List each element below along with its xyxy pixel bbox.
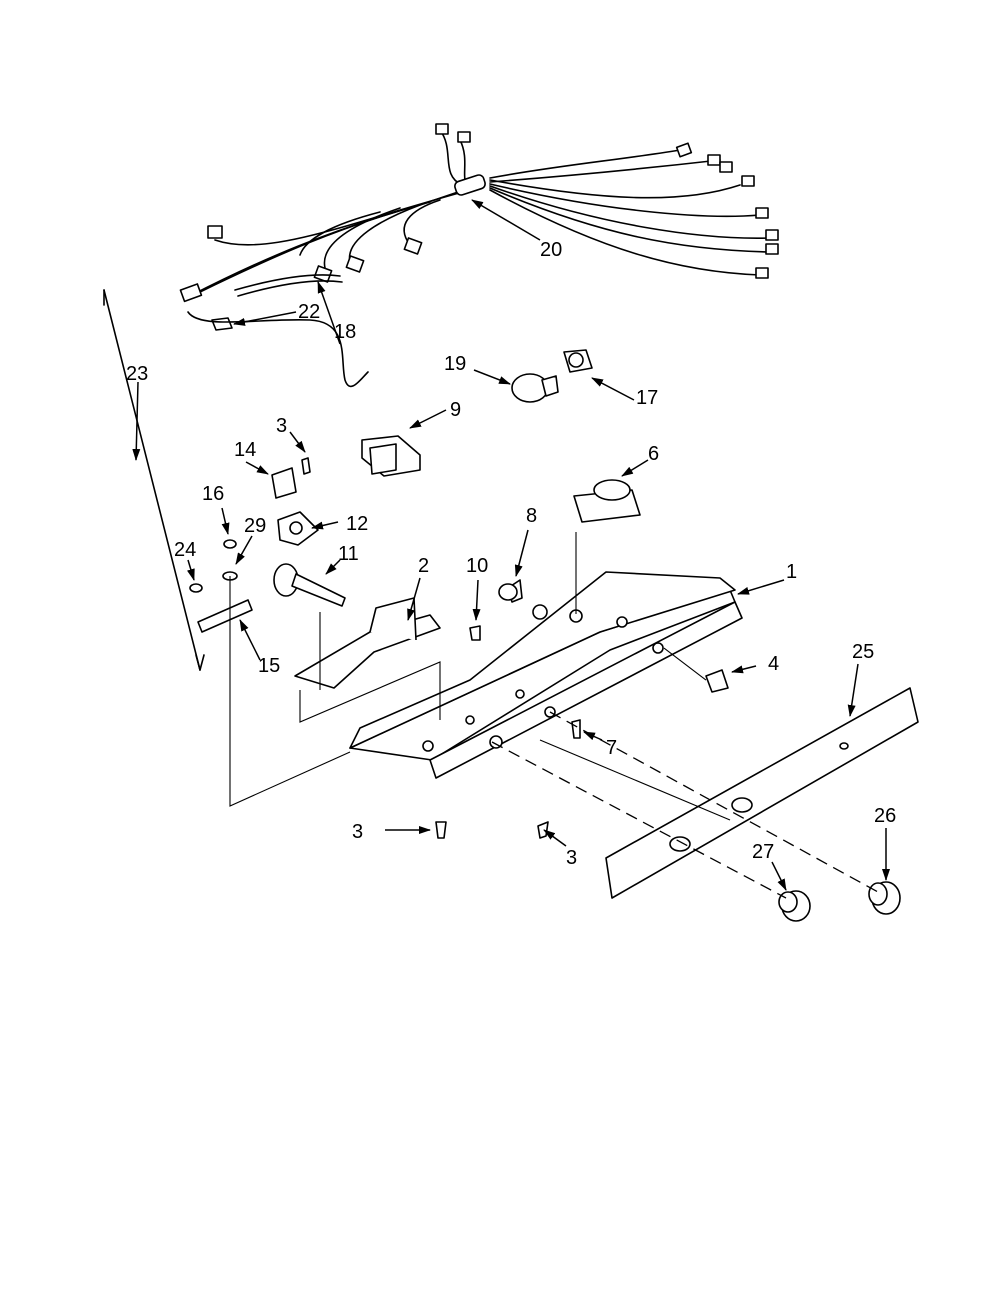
temperature-knob-left	[778, 890, 811, 922]
control-housing	[349, 571, 743, 779]
callout-23: 23	[126, 363, 148, 385]
callout-14: 14	[234, 439, 256, 461]
callout-26: 26	[874, 805, 896, 827]
callout-labels: 1 2 3 3 3 4 6 7 8 9 10 11 12 14 15 16 17…	[126, 239, 896, 869]
light-switch	[705, 669, 729, 693]
bracket	[271, 467, 297, 499]
callout-4: 4	[768, 653, 779, 675]
callout-20: 20	[540, 239, 562, 261]
callout-25: 25	[852, 641, 874, 663]
callout-29: 29	[244, 515, 266, 537]
callout-10: 10	[466, 555, 488, 577]
callout-7: 7	[606, 737, 617, 759]
callout-3-top: 3	[276, 415, 287, 437]
callout-15: 15	[258, 655, 280, 677]
callout-16: 16	[202, 483, 224, 505]
control-knob	[273, 563, 346, 607]
callout-22: 22	[298, 301, 320, 323]
callout-24: 24	[174, 539, 196, 561]
callout-3-bottom-left: 3	[352, 821, 363, 843]
callout-3-bottom-right: 3	[566, 847, 577, 869]
callout-11: 11	[338, 543, 359, 565]
callout-8: 8	[526, 505, 537, 527]
callout-9: 9	[450, 399, 461, 421]
callout-12: 12	[346, 513, 368, 535]
assembly-lines	[229, 532, 879, 899]
callout-19: 19	[444, 353, 466, 375]
control-panel	[605, 687, 919, 899]
wire-clip	[211, 317, 233, 331]
defrost-timer	[573, 479, 641, 523]
callout-27: 27	[752, 841, 774, 863]
callout-6: 6	[648, 443, 659, 465]
leader-arrows	[132, 199, 890, 891]
callout-18: 18	[334, 321, 356, 343]
drain-tube	[234, 274, 343, 297]
damper-lever	[197, 599, 253, 633]
screw	[301, 457, 311, 475]
callout-17: 17	[636, 387, 658, 409]
thermostat-control	[187, 311, 421, 477]
light-bulb	[511, 373, 559, 403]
mounting-bracket	[294, 597, 441, 689]
callout-1: 1	[786, 561, 797, 583]
temperature-knob-right	[868, 881, 901, 915]
light-socket	[563, 349, 593, 373]
clamp	[277, 511, 319, 546]
fasteners	[189, 539, 238, 593]
control-rod	[103, 289, 205, 671]
callout-2: 2	[418, 555, 429, 577]
wire-harness	[179, 123, 779, 303]
